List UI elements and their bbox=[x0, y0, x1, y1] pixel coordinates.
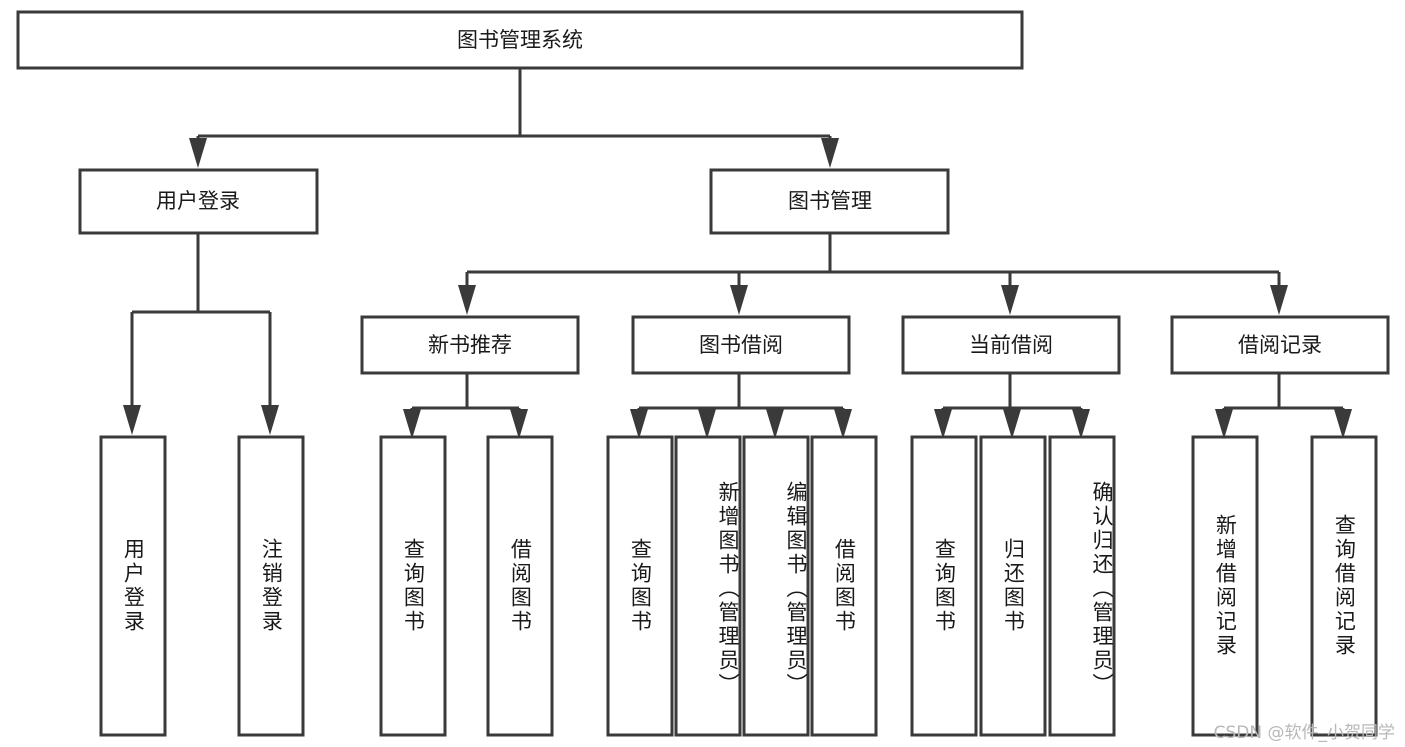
connector-group-root bbox=[189, 68, 839, 168]
connector-group-bookmgmt bbox=[458, 233, 1288, 315]
leaf-box-book-borrow-2[interactable] bbox=[674, 435, 742, 737]
node-book-management-label: 图书管理 bbox=[788, 189, 872, 213]
node-book-borrow[interactable]: 图书借阅 bbox=[631, 315, 851, 375]
arrow-icon-current-leaf-1 bbox=[934, 409, 952, 439]
node-book-management[interactable]: 图书管理 bbox=[709, 168, 950, 235]
node-borrow-records-label: 借阅记录 bbox=[1238, 333, 1322, 357]
node-borrow-records-box[interactable] bbox=[1170, 315, 1390, 375]
arrow-icon-newbook-leaf-1 bbox=[403, 409, 421, 439]
arrow-icon-current-leaf-2 bbox=[1003, 409, 1021, 439]
node-current-borrow-box[interactable] bbox=[901, 315, 1121, 375]
node-book-borrow-label: 图书借阅 bbox=[699, 333, 783, 357]
connector-group-current bbox=[934, 373, 1090, 439]
arrow-icon-records-leaf-2 bbox=[1334, 409, 1352, 439]
node-current-borrow-label: 当前借阅 bbox=[969, 333, 1053, 357]
node-new-book-recommend-label: 新书推荐 bbox=[428, 333, 512, 357]
arrow-icon-bookmgmt-current bbox=[1001, 285, 1019, 315]
arrow-icon-root-to-bookmgmt bbox=[821, 138, 839, 168]
leaf-group-user-login bbox=[99, 435, 305, 737]
arrow-icon-records-leaf-1 bbox=[1215, 409, 1233, 439]
node-user-login-box[interactable] bbox=[78, 168, 319, 235]
arrow-icon-bookmgmt-newbook bbox=[458, 285, 476, 315]
arrow-icon-userlogin-leaf-1 bbox=[123, 405, 141, 435]
connector-group-userlogin bbox=[123, 233, 279, 435]
arrow-icon-userlogin-leaf-2 bbox=[261, 405, 279, 435]
connector-group-borrow bbox=[630, 373, 852, 439]
leaf-box-current-borrow-1[interactable] bbox=[910, 435, 978, 737]
csdn-watermark: CSDN @软件_小贺同学 bbox=[1213, 723, 1395, 743]
arrow-icon-borrow-leaf-1 bbox=[630, 409, 648, 439]
node-borrow-records[interactable]: 借阅记录 bbox=[1170, 315, 1390, 375]
node-root-box[interactable] bbox=[16, 10, 1024, 70]
arrow-icon-newbook-leaf-2 bbox=[510, 409, 528, 439]
leaf-box-book-borrow-1[interactable] bbox=[606, 435, 674, 737]
leaf-group-current-borrow bbox=[910, 435, 1116, 737]
leaf-box-new-book-1[interactable] bbox=[379, 435, 447, 737]
leaf-box-borrow-records-2[interactable] bbox=[1310, 435, 1378, 737]
arrow-icon-borrow-leaf-4 bbox=[834, 409, 852, 439]
leaf-box-current-borrow-2[interactable] bbox=[979, 435, 1047, 737]
node-user-login-label: 用户登录 bbox=[156, 189, 240, 213]
leaf-box-user-login-2[interactable] bbox=[237, 435, 305, 737]
leaf-group-book-borrow bbox=[606, 435, 878, 737]
arrow-icon-root-to-userlogin bbox=[189, 138, 207, 168]
leaf-box-book-borrow-4[interactable] bbox=[810, 435, 878, 737]
arrow-icon-bookmgmt-borrow bbox=[730, 285, 748, 315]
leaf-box-user-login-1[interactable] bbox=[99, 435, 167, 737]
leaf-box-borrow-records-1[interactable] bbox=[1191, 435, 1259, 737]
leaf-group-new-book bbox=[379, 435, 554, 737]
node-book-management-box[interactable] bbox=[709, 168, 950, 235]
connector-group-records bbox=[1215, 373, 1352, 439]
node-root[interactable]: 图书管理系统 bbox=[16, 10, 1024, 70]
node-user-login[interactable]: 用户登录 bbox=[78, 168, 319, 235]
arrow-icon-borrow-leaf-3 bbox=[766, 409, 784, 439]
leaf-box-book-borrow-3[interactable] bbox=[742, 435, 810, 737]
leaf-box-current-borrow-3[interactable] bbox=[1048, 435, 1116, 737]
node-book-borrow-box[interactable] bbox=[631, 315, 851, 375]
arrow-icon-bookmgmt-records bbox=[1270, 285, 1288, 315]
connector-group-newbook bbox=[403, 373, 528, 439]
node-current-borrow[interactable]: 当前借阅 bbox=[901, 315, 1121, 375]
leaf-group-borrow-records bbox=[1191, 435, 1378, 737]
arrow-icon-borrow-leaf-2 bbox=[698, 409, 716, 439]
node-root-label: 图书管理系统 bbox=[457, 28, 583, 52]
arrow-icon-current-leaf-3 bbox=[1072, 409, 1090, 439]
leaf-box-new-book-2[interactable] bbox=[486, 435, 554, 737]
node-new-book-recommend-box[interactable] bbox=[360, 315, 580, 375]
node-new-book-recommend[interactable]: 新书推荐 bbox=[360, 315, 580, 375]
